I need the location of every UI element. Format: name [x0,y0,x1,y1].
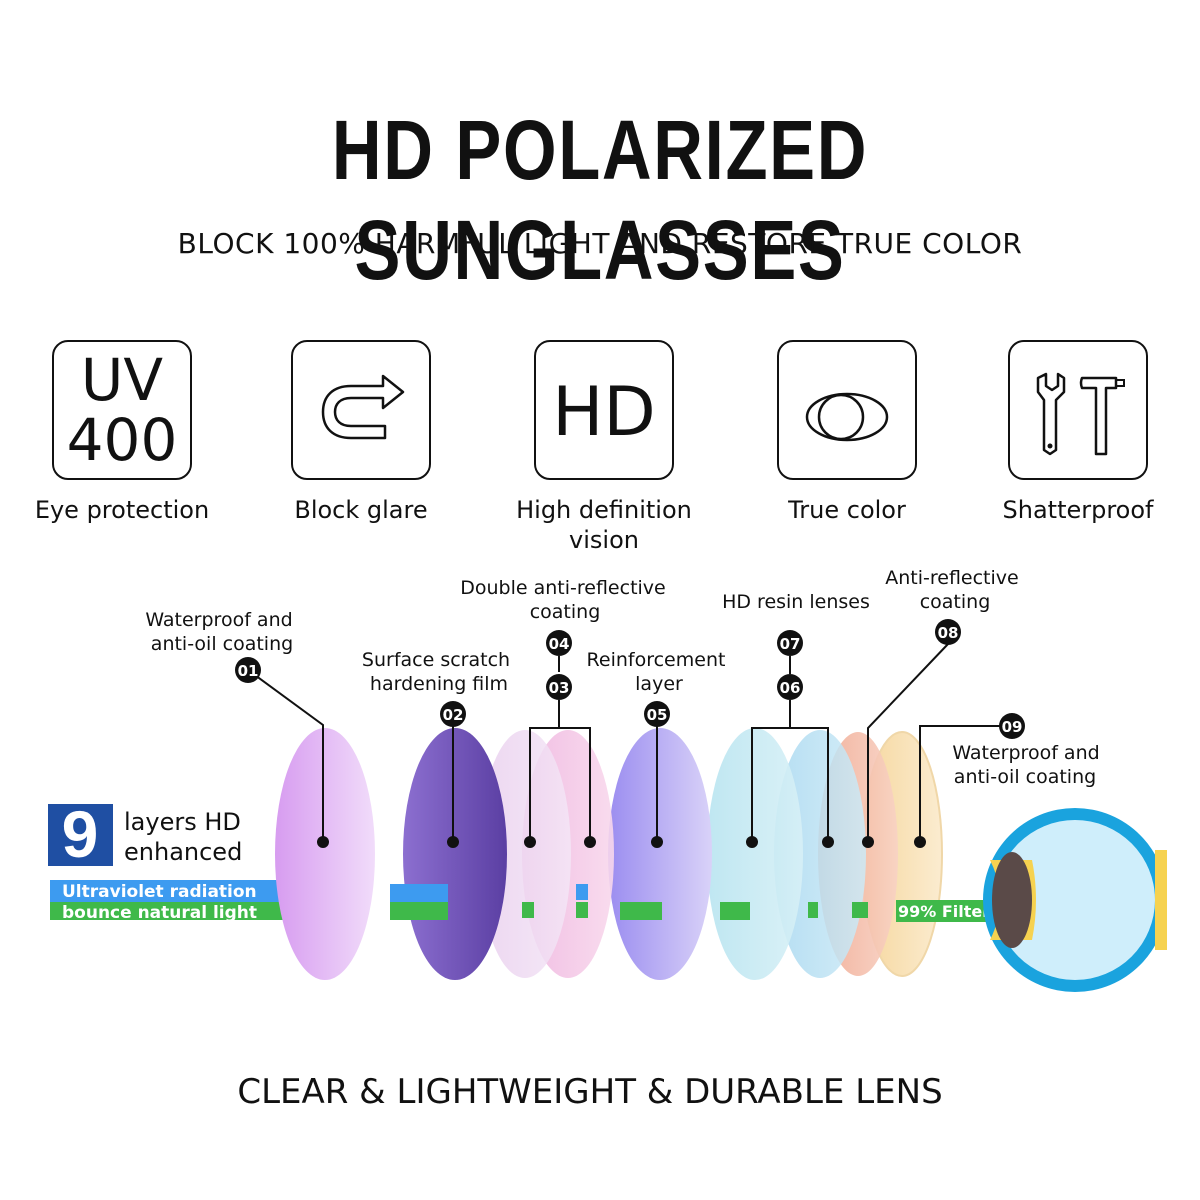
layer-07-text-line1: HD resin lenses [722,591,870,613]
layer-number-01: 01 [235,657,261,683]
lens-layer-02 [403,728,507,980]
leader-lines [247,643,1000,842]
layers-badge: 9 layers HD enhanced [48,797,242,871]
layers-badge-line2: enhanced [124,838,242,866]
layer-number-03: 03 [546,674,572,700]
uv-ray-bar [50,880,322,902]
layer-04-text-line1: Double anti-reflective [460,577,665,599]
lens-layer-06 [707,728,803,980]
layer-number-07: 07 [777,630,803,656]
layer-01-text-line2: anti-oil coating [151,633,293,655]
page-footer: CLEAR & LIGHTWEIGHT & DURABLE LENS [237,1072,943,1112]
layer-08-text-line1: Anti-reflective [885,567,1018,589]
svg-text:04: 04 [549,635,570,653]
svg-text:09: 09 [1002,718,1023,736]
layer-number-05: 05 [644,701,670,727]
lens-layer-07 [774,730,866,978]
feature-block-glare: Block glare [241,340,481,540]
feature-eye-protection: UV 400 Eye protection [2,340,242,540]
layer-number-06: 06 [777,674,803,700]
layers-badge-number: 9 [62,797,99,871]
layer-04-text-line2: coating [530,601,601,623]
svg-text:05: 05 [647,706,668,724]
natural-light-label: bounce natural light [62,903,257,923]
feature-label: High definition vision [516,496,692,554]
lens-center-dots [317,836,926,848]
layer-number-08: 08 [935,619,961,645]
eye-icon [983,808,1167,992]
svg-text:07: 07 [780,635,801,653]
feature-label: True color [788,496,906,524]
layer-number-09: 09 [999,713,1025,739]
400-text: 400 [66,406,178,474]
lens-layer-01 [275,728,375,980]
layer-05-text-line1: Reinforcement [587,649,726,671]
u-turn-arrow-icon [291,340,431,480]
uv-text: UV [80,346,164,414]
svg-text:08: 08 [938,624,959,642]
hd-icon: HD [534,340,674,480]
feature-true-color: True color [727,340,967,540]
layer-05-text-line2: layer [635,673,683,695]
layer-number-04: 04 [546,630,572,656]
page-title: HD POLARIZED SUNGLASSES [331,103,869,297]
feature-label: Shatterproof [1002,496,1154,524]
lens-layer-05 [608,728,712,980]
lens-layer-03 [479,730,571,978]
feature-label: Eye protection [34,496,210,524]
overlapping-lenses-icon [777,340,917,480]
feature-label: Block glare [294,496,428,524]
uv400-icon: UV 400 [52,340,192,480]
svg-text:03: 03 [549,679,570,697]
ray-segments [390,884,1066,932]
svg-text:06: 06 [780,679,801,697]
svg-text:01: 01 [238,662,259,680]
page-subtitle: BLOCK 100% HARMFUL LIGHT AND RESTORE TRU… [177,227,1023,260]
layer-number-02: 02 [440,701,466,727]
natural-light-bar [50,902,322,920]
layer-09-text-line2: anti-oil coating [954,766,1096,788]
lens-layers-diagram: 9 layers HD enhanced Ultraviolet radiati… [48,567,1167,992]
layer-08-text-line2: coating [920,591,991,613]
hd-text: HD [552,373,656,452]
layer-02-text-line2: hardening film [370,673,508,695]
layer-01-text-line1: Waterproof and [145,609,292,631]
wrench-hammer-icon [1008,340,1148,480]
uv-ray-label: Ultraviolet radiation [62,882,257,902]
feature-hd: HD High definition vision [484,340,724,554]
feature-shatterproof: Shatterproof [958,340,1198,540]
layer-02-text-line1: Surface scratch [362,649,510,671]
layers-badge-line1: layers HD [124,808,241,836]
svg-text:02: 02 [443,706,464,724]
layer-09-text-line1: Waterproof and [952,742,1099,764]
